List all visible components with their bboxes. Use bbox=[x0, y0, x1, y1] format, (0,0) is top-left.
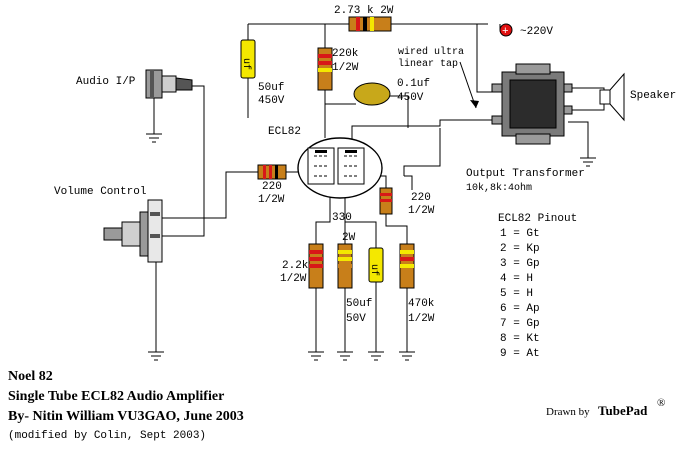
ground-icon bbox=[148, 351, 164, 361]
label-r330: 330 bbox=[332, 212, 352, 224]
label-c01-v: 450V bbox=[397, 92, 424, 104]
wires bbox=[153, 23, 605, 352]
label-c50b-v: 50V bbox=[346, 313, 366, 325]
registered-mark: ® bbox=[657, 397, 665, 409]
label-c50a-v: 450V bbox=[258, 95, 285, 107]
ecl82-tube-icon bbox=[297, 137, 383, 199]
resistor-220-grid bbox=[257, 164, 287, 180]
label-audio-in: Audio I/P bbox=[76, 76, 136, 88]
pinout-item: 2 = Kp bbox=[500, 243, 540, 255]
pinout-item: 8 = Kt bbox=[500, 333, 540, 345]
wire-cathode-a bbox=[315, 196, 331, 244]
pinout-item: 1 = Gt bbox=[500, 228, 540, 240]
audio-jack-icon bbox=[145, 69, 193, 99]
label-r330-w: 2W bbox=[342, 232, 356, 244]
label-speaker: Speaker bbox=[630, 90, 676, 102]
pinout-item: 4 = H bbox=[500, 273, 533, 285]
wire-anode bbox=[351, 119, 492, 148]
pinout-table: ECL82 Pinout 1 = Gt 2 = Kp 3 = Gp 4 = H … bbox=[498, 213, 577, 360]
wire-c01-right bbox=[390, 95, 409, 128]
label-r220k-w: 1/2W bbox=[332, 62, 359, 74]
label-ot-spec: 10k,8k:4ohm bbox=[466, 182, 532, 194]
footer: Noel 82 Single Tube ECL82 Audio Amplifie… bbox=[8, 369, 665, 442]
ground-icon bbox=[146, 133, 162, 143]
ground-symbols bbox=[146, 133, 596, 361]
pinout-item: 5 = H bbox=[500, 288, 533, 300]
wire-audio-in bbox=[162, 85, 205, 237]
pinout-item: 9 = At bbox=[500, 348, 540, 360]
drawn-by-text: Drawn by bbox=[546, 406, 590, 418]
speaker-icon bbox=[599, 72, 625, 122]
label-r-top: 2.73 k 2W bbox=[334, 5, 394, 17]
ground-icon bbox=[368, 351, 384, 361]
resistor-2k2 bbox=[308, 243, 324, 289]
resistor-220-screen bbox=[379, 187, 393, 215]
label-tap-2: linear tap bbox=[398, 58, 458, 70]
tool-name: TubePad bbox=[598, 403, 648, 418]
component-labels: 2.73 k 2W ~220V 220k 1/2W 50uf 450V 0.1u… bbox=[54, 5, 676, 325]
capacitor-50uf-50v: uf bbox=[368, 247, 384, 283]
wire-r220b-bottom bbox=[385, 214, 408, 244]
wire-r220b-top bbox=[380, 175, 387, 188]
label-c50a: 50uf bbox=[258, 82, 284, 94]
label-c01: 0.1uf bbox=[397, 78, 430, 90]
footer-line-1: Noel 82 bbox=[8, 369, 53, 384]
cap-mark-text: uf bbox=[368, 264, 380, 276]
label-r220b: 220 bbox=[411, 192, 431, 204]
ground-icon bbox=[580, 157, 596, 167]
label-ot: Output Transformer bbox=[466, 168, 585, 180]
wire-wiper bbox=[162, 171, 258, 219]
wire-cathode-c50b bbox=[345, 221, 377, 248]
label-c50b: 50uf bbox=[346, 298, 372, 310]
pinout-item: 6 = Ap bbox=[500, 303, 540, 315]
tap-arrow-head bbox=[470, 100, 479, 108]
label-supply: ~220V bbox=[520, 26, 553, 38]
wire-sec-bottom bbox=[568, 102, 605, 111]
ground-icon bbox=[308, 351, 324, 361]
label-r22k-w: 1/2W bbox=[280, 273, 307, 285]
cap-mark-text: uf bbox=[240, 58, 252, 70]
pinout-item: 3 = Gp bbox=[500, 258, 540, 270]
resistor-330 bbox=[337, 243, 353, 289]
label-volume: Volume Control bbox=[54, 186, 146, 198]
tap-arrow-line bbox=[459, 61, 477, 109]
supply-terminal-icon: + bbox=[499, 23, 513, 38]
wire-tap-supply bbox=[476, 24, 492, 93]
plus-glyph: + bbox=[502, 26, 509, 38]
resistor-470k bbox=[399, 243, 415, 289]
label-r220-grid-w: 1/2W bbox=[258, 194, 285, 206]
footer-line-3: By- Nitin William VU3GAO, June 2003 bbox=[8, 409, 244, 424]
pinout-item: 7 = Gp bbox=[500, 318, 540, 330]
ground-icon bbox=[399, 351, 415, 361]
capacitor-50uf-450v: uf bbox=[240, 39, 256, 79]
label-r220b-w: 1/2W bbox=[408, 205, 435, 217]
wire-sec-top bbox=[568, 87, 605, 92]
label-r220-grid: 220 bbox=[262, 181, 282, 193]
resistor-220k bbox=[317, 47, 333, 91]
ground-icon bbox=[337, 351, 353, 361]
potentiometer-icon bbox=[103, 199, 163, 263]
wire-tube-right bbox=[404, 175, 413, 190]
resistor-2k73 bbox=[348, 16, 392, 32]
label-r470k-w: 1/2W bbox=[408, 313, 435, 325]
label-r220k: 220k bbox=[332, 48, 359, 60]
wire-sec-ground bbox=[568, 121, 589, 158]
footer-line-4: (modified by Colin, Sept 2003) bbox=[8, 430, 206, 442]
label-tube: ECL82 bbox=[268, 126, 301, 138]
label-r22k: 2.2k bbox=[282, 260, 309, 272]
wire-ot-lower bbox=[403, 128, 441, 176]
output-transformer-icon bbox=[491, 63, 573, 145]
label-r470k: 470k bbox=[408, 298, 435, 310]
label-tap-1: wired ultra bbox=[398, 46, 464, 58]
footer-line-2: Single Tube ECL82 Audio Amplifier bbox=[8, 389, 224, 404]
capacitor-0-1uf bbox=[353, 82, 391, 106]
pinout-title: ECL82 Pinout bbox=[498, 213, 577, 225]
